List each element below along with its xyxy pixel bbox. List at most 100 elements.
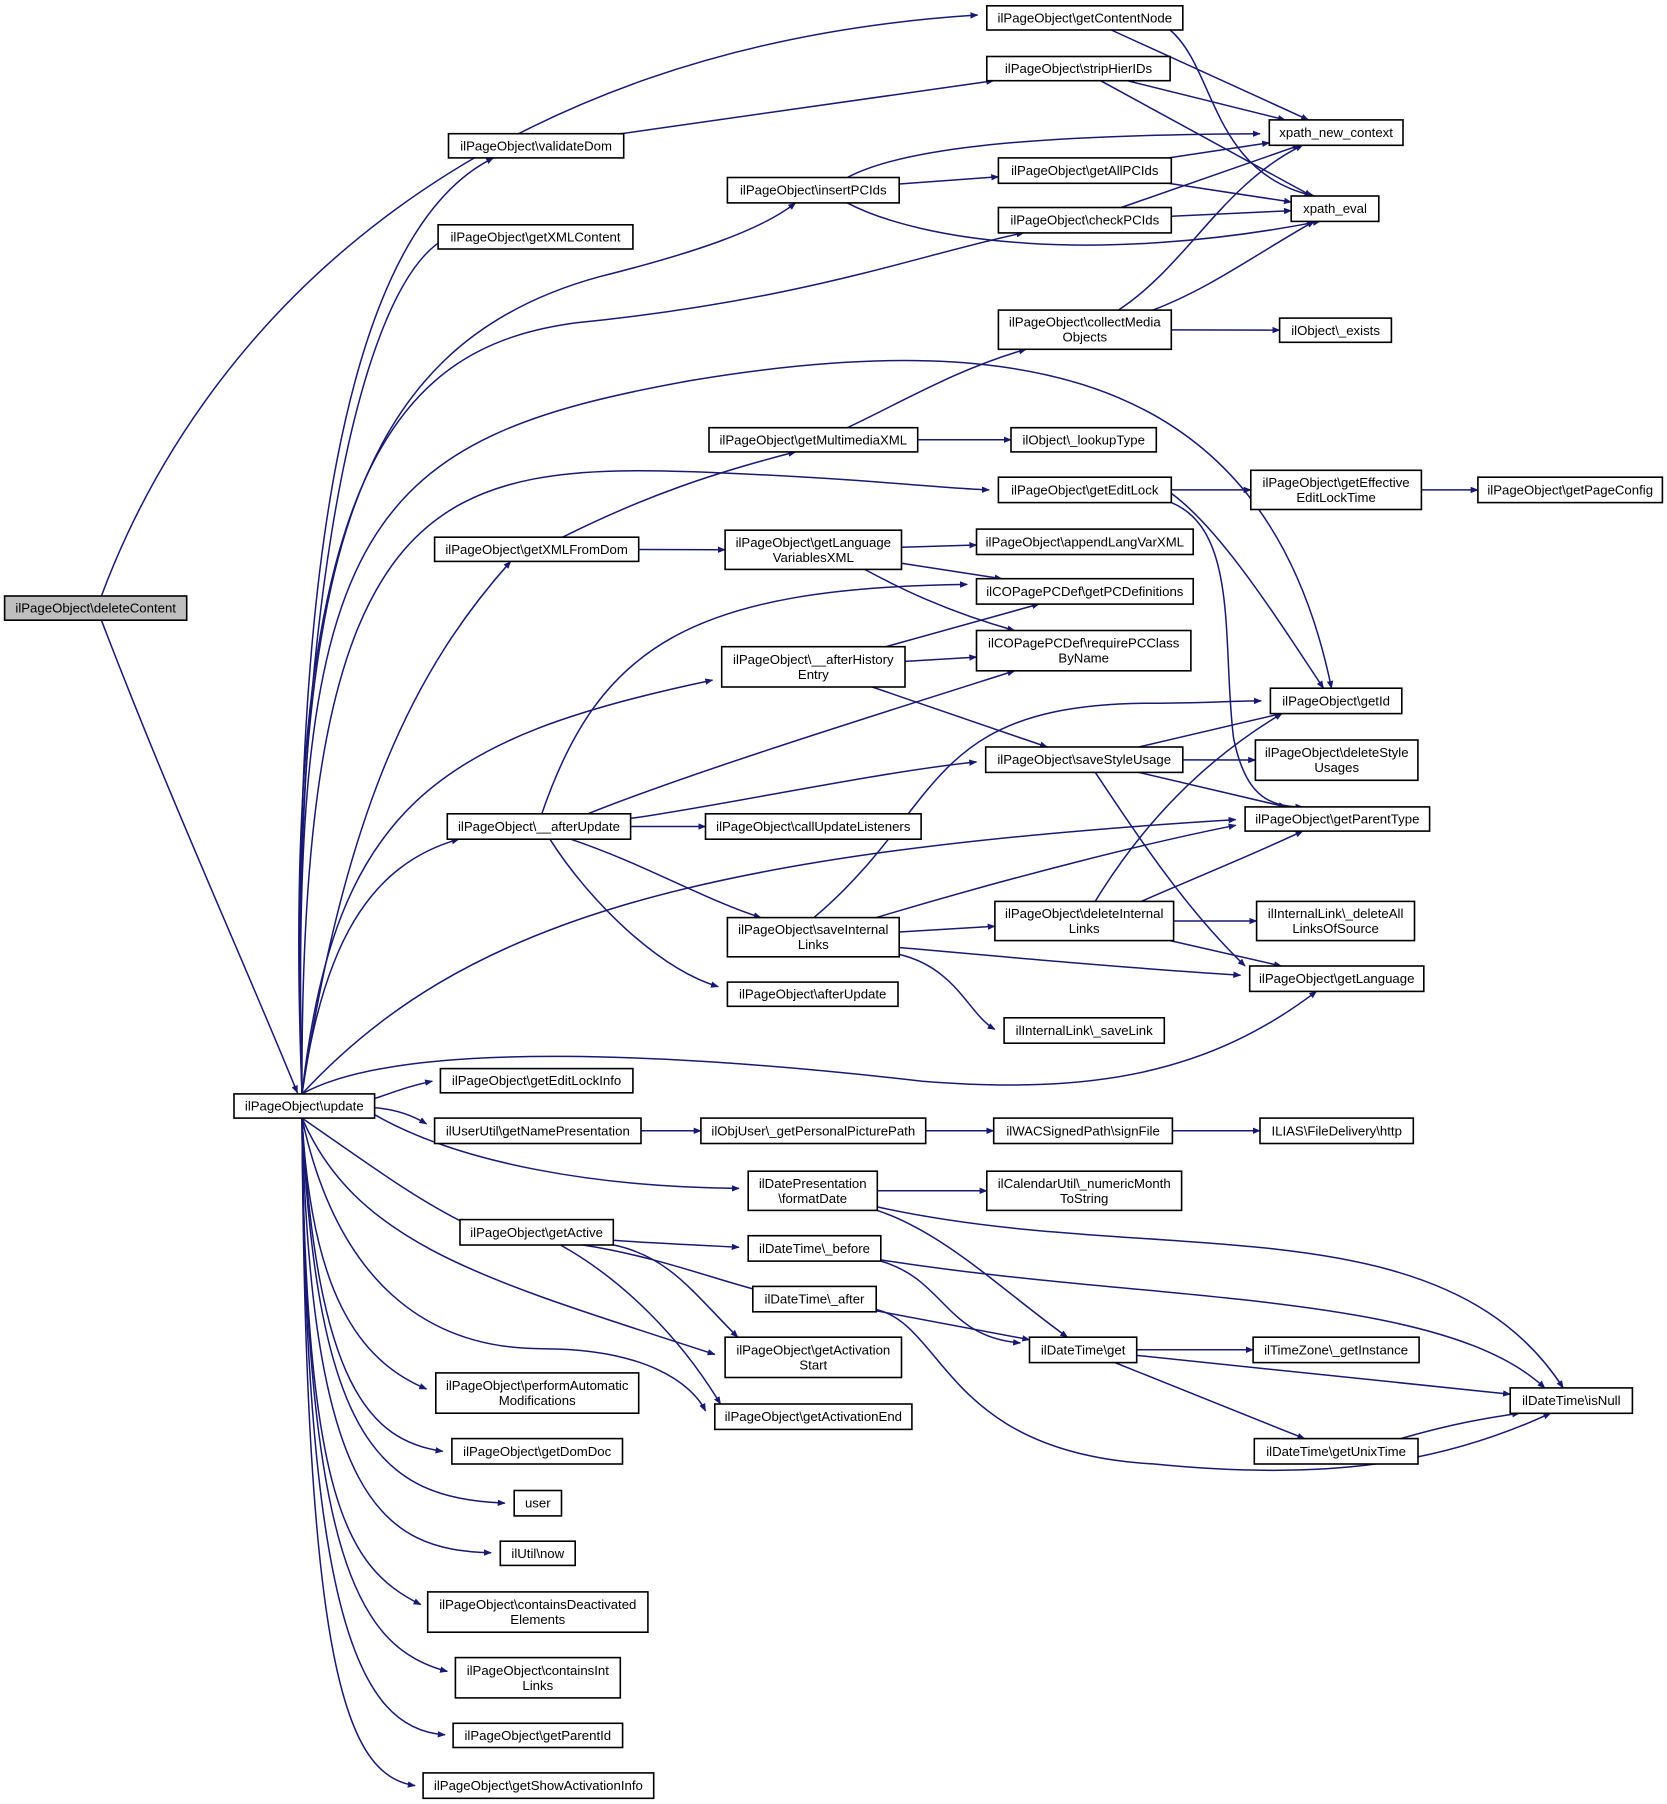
node-box[interactable] bbox=[985, 5, 1184, 31]
node-isNull[interactable]: ilDateTime\isNull bbox=[1509, 1387, 1634, 1415]
node-box[interactable] bbox=[1278, 317, 1393, 344]
node-getPersonalPicturePath[interactable]: ilObjUser\_getPersonalPicturePath bbox=[700, 1117, 927, 1145]
node-box[interactable] bbox=[708, 426, 919, 453]
node-saveLink[interactable]: ilInternalLink\_saveLink bbox=[1003, 1016, 1166, 1044]
node-getUnixTime[interactable]: ilDateTime\getUnixTime bbox=[1253, 1437, 1419, 1465]
node-formatDate[interactable]: ilDatePresentation\formatDate bbox=[747, 1170, 879, 1212]
node-checkPCIds[interactable]: ilPageObject\checkPCIds bbox=[997, 206, 1173, 234]
node-now[interactable]: ilUtil\now bbox=[499, 1540, 576, 1567]
node-box[interactable] bbox=[1259, 1117, 1415, 1145]
node-box[interactable] bbox=[433, 1117, 642, 1145]
node-box[interactable] bbox=[724, 1336, 903, 1379]
node-box[interactable] bbox=[1252, 1336, 1420, 1364]
node-box[interactable] bbox=[499, 1540, 576, 1567]
node-box[interactable] bbox=[975, 528, 1194, 556]
node-box[interactable] bbox=[747, 1234, 882, 1262]
node-box[interactable] bbox=[3, 595, 188, 622]
node-box[interactable] bbox=[1003, 1016, 1166, 1044]
node-box[interactable] bbox=[1248, 965, 1425, 993]
node-box[interactable] bbox=[985, 1170, 1183, 1212]
node-box[interactable] bbox=[1028, 1336, 1138, 1364]
node-box[interactable] bbox=[451, 1437, 624, 1465]
node-box[interactable] bbox=[1268, 119, 1404, 147]
node-box[interactable] bbox=[1244, 806, 1431, 832]
node-update[interactable]: ilPageObject\update bbox=[233, 1093, 376, 1119]
node-box[interactable] bbox=[997, 309, 1173, 351]
node-box[interactable] bbox=[513, 1489, 563, 1517]
node-box[interactable] bbox=[975, 629, 1192, 672]
node-getNamePresentation[interactable]: ilUserUtil\getNamePresentation bbox=[433, 1117, 642, 1145]
node-box[interactable] bbox=[437, 224, 634, 250]
node-getParentId[interactable]: ilPageObject\getParentId bbox=[452, 1722, 624, 1749]
node-box[interactable] bbox=[713, 1403, 913, 1431]
node-box[interactable] bbox=[439, 1067, 634, 1094]
node-box[interactable] bbox=[975, 577, 1194, 605]
node-box[interactable] bbox=[1254, 739, 1419, 782]
node-box[interactable] bbox=[994, 900, 1175, 942]
node-box[interactable] bbox=[747, 1170, 879, 1212]
node-box[interactable] bbox=[433, 536, 640, 563]
node-user[interactable]: user bbox=[513, 1489, 563, 1517]
node-box[interactable] bbox=[997, 206, 1173, 234]
node-lookupType[interactable]: ilObject\_lookupType bbox=[1010, 426, 1158, 453]
node-box[interactable] bbox=[700, 1117, 927, 1145]
node-callUpdateListeners[interactable]: ilPageObject\callUpdateListeners bbox=[704, 812, 922, 840]
node-box[interactable] bbox=[992, 1117, 1174, 1145]
node-getDomDoc[interactable]: ilPageObject\getDomDoc bbox=[451, 1437, 624, 1465]
node-getXMLFromDom[interactable]: ilPageObject\getXMLFromDom bbox=[433, 536, 640, 563]
node-box[interactable] bbox=[1509, 1387, 1634, 1415]
node-getId[interactable]: ilPageObject\getId bbox=[1269, 687, 1403, 715]
node-getContentNode[interactable]: ilPageObject\getContentNode bbox=[985, 5, 1184, 31]
node-box[interactable] bbox=[751, 1285, 877, 1313]
node-afterUpdate[interactable]: ilPageObject\afterUpdate bbox=[726, 981, 899, 1008]
node-xpath_eval[interactable]: xpath_eval bbox=[1290, 195, 1380, 223]
node-box[interactable] bbox=[233, 1093, 376, 1119]
node-getPageConfig[interactable]: ilPageObject\getPageConfig bbox=[1477, 476, 1664, 504]
node-box[interactable] bbox=[459, 1218, 615, 1246]
node-box[interactable] bbox=[724, 529, 903, 571]
node-signFile[interactable]: ilWACSignedPath\signFile bbox=[992, 1117, 1174, 1145]
node-getMultimediaXML[interactable]: ilPageObject\getMultimediaXML bbox=[708, 426, 919, 453]
node-afterUpdateInternal[interactable]: ilPageObject\__afterUpdate bbox=[446, 812, 632, 840]
node-box[interactable] bbox=[1250, 469, 1423, 511]
node-box[interactable] bbox=[997, 157, 1173, 185]
node-box[interactable] bbox=[1269, 687, 1403, 715]
node-appendLangVarXML[interactable]: ilPageObject\appendLangVarXML bbox=[975, 528, 1194, 556]
node-box[interactable] bbox=[434, 1372, 640, 1415]
node-getActivationEnd[interactable]: ilPageObject\getActivationEnd bbox=[713, 1403, 913, 1431]
node-insertPCIds[interactable]: ilPageObject\insertPCIds bbox=[726, 176, 901, 204]
node-box[interactable] bbox=[720, 645, 906, 688]
node-getParentType[interactable]: ilPageObject\getParentType bbox=[1244, 806, 1431, 832]
node-box[interactable] bbox=[452, 1722, 624, 1749]
node-box[interactable] bbox=[422, 1772, 655, 1800]
node-box[interactable] bbox=[426, 1591, 649, 1634]
node-box[interactable] bbox=[447, 132, 625, 159]
node-stripHierIDs[interactable]: ilPageObject\stripHierIDs bbox=[985, 55, 1171, 82]
node-obj_exists[interactable]: ilObject\_exists bbox=[1278, 317, 1393, 344]
node-box[interactable] bbox=[726, 176, 901, 204]
node-getInstance[interactable]: ilTimeZone\_getInstance bbox=[1252, 1336, 1420, 1364]
node-getLanguage[interactable]: ilPageObject\getLanguage bbox=[1248, 965, 1425, 993]
node-http[interactable]: ILIAS\FileDelivery\http bbox=[1259, 1117, 1415, 1145]
node-getEditLockInfo[interactable]: ilPageObject\getEditLockInfo bbox=[439, 1067, 634, 1094]
node-dt_before[interactable]: ilDateTime\_before bbox=[747, 1234, 882, 1262]
node-box[interactable] bbox=[704, 812, 922, 840]
node-getXMLContent[interactable]: ilPageObject\getXMLContent bbox=[437, 224, 634, 250]
node-box[interactable] bbox=[454, 1656, 622, 1699]
node-box[interactable] bbox=[985, 55, 1171, 82]
node-getShowActivationInfo[interactable]: ilPageObject\getShowActivationInfo bbox=[422, 1772, 655, 1800]
node-saveStyleUsage[interactable]: ilPageObject\saveStyleUsage bbox=[984, 746, 1184, 774]
node-box[interactable] bbox=[726, 916, 901, 958]
node-dt_after[interactable]: ilDateTime\_after bbox=[751, 1285, 877, 1313]
node-box[interactable] bbox=[997, 476, 1173, 504]
node-getActive[interactable]: ilPageObject\getActive bbox=[459, 1218, 615, 1246]
